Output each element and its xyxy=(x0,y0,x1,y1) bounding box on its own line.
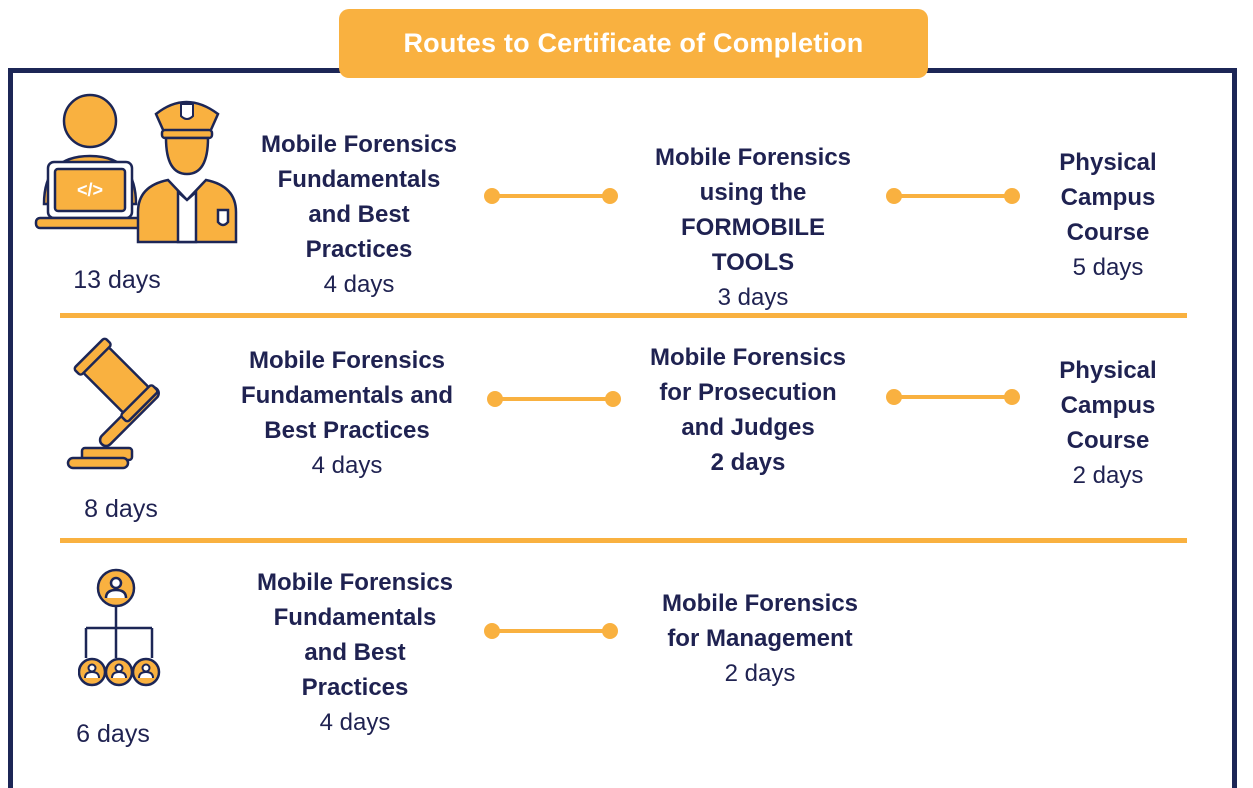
step-physical-campus: Physical Campus Course 2 days xyxy=(1030,353,1186,493)
step-duration: 4 days xyxy=(319,709,391,736)
row-divider xyxy=(60,538,1187,543)
step-title: Mobile Forensics Fundamentals and Best P… xyxy=(260,131,458,263)
route-total-duration: 13 days xyxy=(73,266,161,294)
route-total-duration: 8 days xyxy=(84,495,158,523)
route-connector xyxy=(886,188,1020,204)
route-total-duration: 6 days xyxy=(76,720,150,748)
step-prosecution-judges: Mobile Forensics for Prosecution and Jud… xyxy=(623,340,873,480)
developer-and-police-officer-icon: </> xyxy=(34,93,238,244)
route-connector xyxy=(886,389,1020,405)
step-title: Mobile Forensics Fundamentals and Best P… xyxy=(240,347,454,444)
step-fundamentals: Mobile Forensics Fundamentals and Best P… xyxy=(230,565,480,740)
route-connector xyxy=(484,188,618,204)
step-formobile-tools: Mobile Forensics using the FORMOBILE TOO… xyxy=(628,140,878,315)
step-fundamentals: Mobile Forensics Fundamentals and Best P… xyxy=(212,343,482,483)
step-management: Mobile Forensics for Management 2 days xyxy=(635,586,885,691)
judge-gavel-icon xyxy=(66,337,160,470)
step-title: Physical Campus Course xyxy=(1059,357,1157,454)
page-title: Routes to Certificate of Completion xyxy=(339,9,928,78)
step-title: Mobile Forensics for Prosecution and Jud… xyxy=(649,344,847,441)
step-duration: 3 days xyxy=(717,284,789,311)
step-title: Mobile Forensics using the FORMOBILE TOO… xyxy=(654,144,852,276)
step-title: Physical Campus Course xyxy=(1059,149,1157,246)
step-duration: 4 days xyxy=(323,271,395,298)
step-title: Mobile Forensics Fundamentals and Best P… xyxy=(256,569,454,701)
route-connector xyxy=(487,391,621,407)
row-divider xyxy=(60,313,1187,318)
step-physical-campus: Physical Campus Course 5 days xyxy=(1030,145,1186,285)
step-title: Mobile Forensics for Management xyxy=(661,590,859,652)
step-duration: 5 days xyxy=(1072,254,1144,281)
management-hierarchy-icon xyxy=(78,568,161,687)
step-duration: 2 days xyxy=(1072,462,1144,489)
svg-text:</>: </> xyxy=(77,180,103,200)
step-duration: 2 days xyxy=(710,449,786,476)
step-fundamentals: Mobile Forensics Fundamentals and Best P… xyxy=(234,127,484,302)
step-duration: 4 days xyxy=(311,452,383,479)
route-connector xyxy=(484,623,618,639)
step-duration: 2 days xyxy=(724,660,796,687)
